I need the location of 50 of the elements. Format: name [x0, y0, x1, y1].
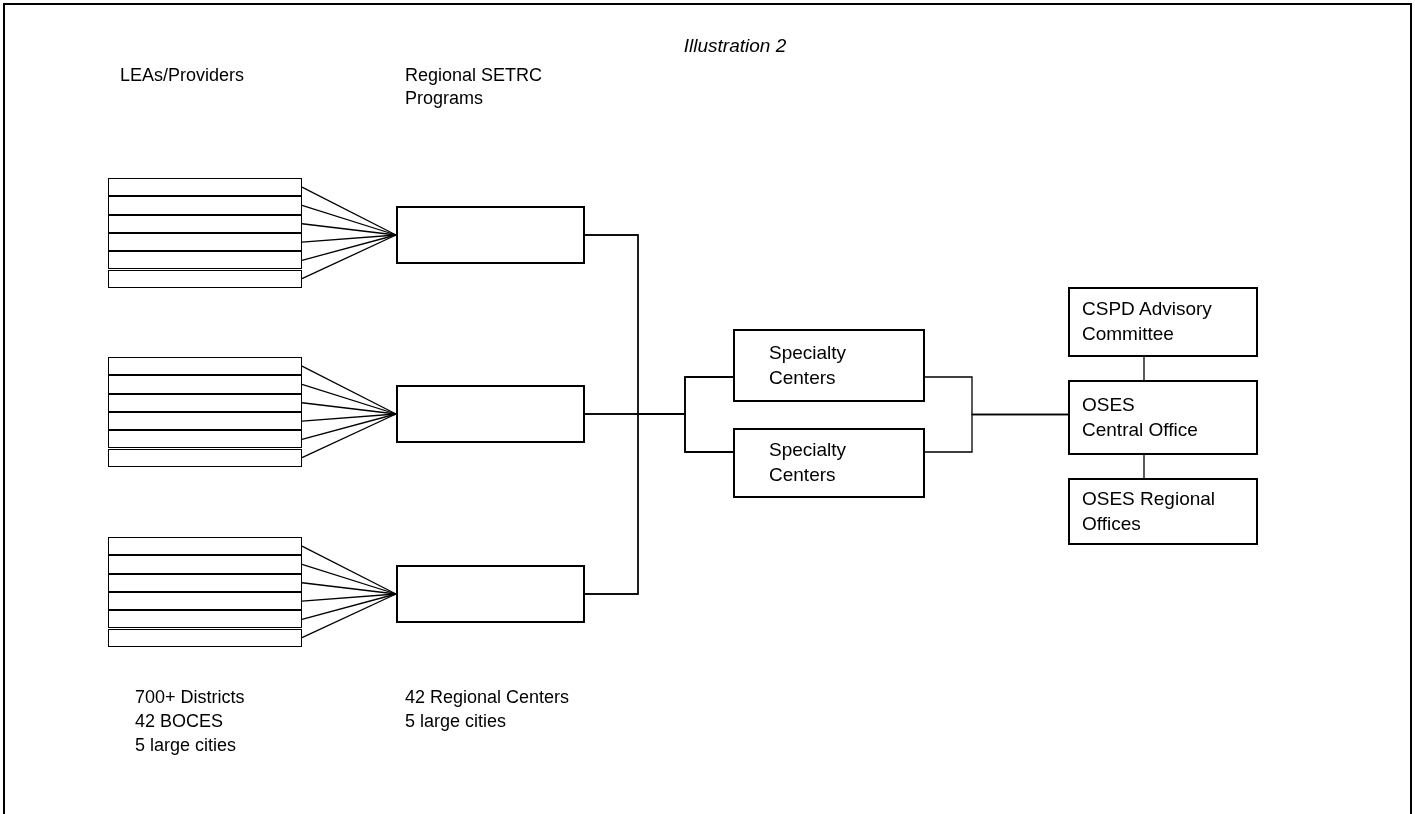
- list-row: [108, 555, 302, 574]
- column-heading: LEAs/Providers: [120, 64, 246, 87]
- list-row: [108, 178, 302, 197]
- connector-line: [301, 593, 397, 639]
- connector-line: [924, 413, 1069, 453]
- connector-line: [301, 234, 397, 261]
- org-box: [1068, 478, 1258, 545]
- org-box: [733, 428, 925, 498]
- org-box: [1068, 380, 1258, 455]
- list-row: [108, 430, 302, 449]
- connector-line: [301, 223, 397, 236]
- box-text: OSES Regional Offices: [1082, 486, 1217, 536]
- box-text: OSES: [1082, 392, 1135, 417]
- box-text: Specialty Centers: [769, 438, 848, 487]
- empty-box: [396, 565, 585, 623]
- note-text: 42 Regional Centers: [405, 686, 571, 709]
- list-row: [108, 357, 302, 376]
- connector-line: [584, 413, 734, 595]
- org-box: [733, 329, 925, 402]
- connector-line: [301, 234, 397, 280]
- list-row: [108, 375, 302, 394]
- note-text: 5 large cities: [135, 734, 238, 757]
- note-text: 42 BOCES: [135, 710, 225, 733]
- box-text: Specialty Centers: [769, 340, 848, 390]
- connector-line: [301, 593, 397, 620]
- empty-box: [396, 385, 585, 443]
- title: Illustration 2: [682, 34, 788, 58]
- list-row: [108, 196, 302, 215]
- list-row: [108, 269, 302, 288]
- list-row: [108, 251, 302, 270]
- list-row: [108, 537, 302, 556]
- list-row: [108, 610, 302, 629]
- box-text: CSPD Advisory Committee: [1082, 297, 1213, 346]
- note-text: 700+ Districts: [135, 686, 246, 709]
- empty-box: [396, 206, 585, 264]
- connector-line: [301, 365, 397, 415]
- connector-line: [301, 413, 397, 459]
- list-row: [108, 628, 302, 647]
- connector-line: [1143, 454, 1145, 479]
- list-row: [108, 448, 302, 467]
- connector-line: [301, 582, 397, 595]
- connector-line: [1143, 356, 1145, 381]
- connector-line: [301, 413, 397, 440]
- connector-line: [301, 186, 397, 236]
- column-heading: Regional SETRC Programs: [405, 64, 544, 111]
- box-text: Central Office: [1082, 417, 1198, 442]
- org-box: [1068, 287, 1258, 357]
- connector-line: [301, 402, 397, 415]
- note-text: 5 large cities: [405, 710, 508, 733]
- connector-line: [301, 545, 397, 595]
